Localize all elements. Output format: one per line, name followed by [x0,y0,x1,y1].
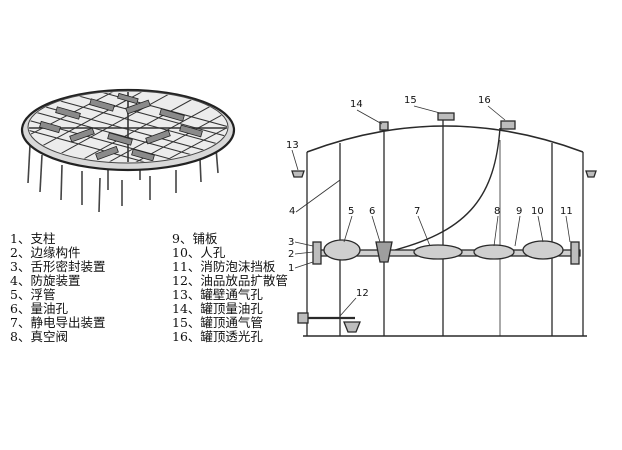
callout-16: 16 [478,95,491,106]
pontoon-7 [413,244,463,260]
callout-4: 4 [289,206,295,217]
callout-7: 7 [414,206,420,217]
pontoon-5 [323,239,361,261]
legend-item-6: 6、量油孔 [10,301,68,316]
floating-deck-3d-view [20,88,236,213]
callout-3: 3 [288,237,294,248]
callout-13: 13 [286,140,299,151]
callout-15: 15 [404,95,417,106]
callout-2: 2 [288,249,294,260]
callout-1: 1 [288,263,294,274]
callout-5: 5 [348,206,354,217]
callout-6: 6 [369,206,375,217]
pontoon-8 [473,244,515,260]
callout-10: 10 [531,206,544,217]
legend-item-12: 12、油品放品扩散管 [172,273,288,288]
tank-roof [306,125,584,153]
callout-14: 14 [350,99,363,110]
static-conductor-arc [394,127,501,251]
legend-item-14: 14、罐顶量油孔 [172,301,263,316]
legend-item-1: 1、支柱 [10,231,56,246]
legend-item-7: 7、静电导出装置 [10,315,106,330]
legend-item-5: 5、浮管 [10,287,56,302]
legend-item-4: 4、防旋装置 [10,273,81,288]
wall-vent-right [585,170,597,178]
legend-item-3: 3、舌形密封装置 [10,259,106,274]
legend-item-13: 13、罐壁通气孔 [172,287,263,302]
legend-item-16: 16、罐顶透光孔 [172,329,263,344]
legend-item-15: 15、罐顶通气管 [172,315,263,330]
deck-lattice [29,92,227,162]
callout-11: 11 [560,206,573,217]
legend-item-2: 2、边缘构件 [10,245,81,260]
rim-seal-left [312,241,322,265]
callout-leaders [291,105,571,317]
rim-seal-right [570,241,580,265]
callout-8: 8 [494,206,500,217]
parts-legend: 1、支柱 2、边缘构件 3、舌形密封装置 4、防旋装置 5、浮管 6、量油孔 7… [10,232,310,362]
tank-section-view [291,112,597,337]
legend-item-8: 8、真空阀 [10,329,68,344]
callout-labels: 14 15 16 13 4 5 6 7 8 9 10 11 3 2 1 12 [286,95,573,299]
callout-12: 12 [356,288,369,299]
roof-vent-pipe [437,112,455,121]
wall-vent-left [291,170,305,178]
gauge-hatch-6 [375,241,393,263]
callout-9: 9 [516,206,522,217]
pontoon-10 [522,240,564,260]
legend-item-10: 10、人孔 [172,245,226,260]
legend-item-9: 9、铺板 [172,231,218,246]
legend-item-11: 11、消防泡沫挡板 [172,259,276,274]
roof-light-hole [500,120,516,130]
